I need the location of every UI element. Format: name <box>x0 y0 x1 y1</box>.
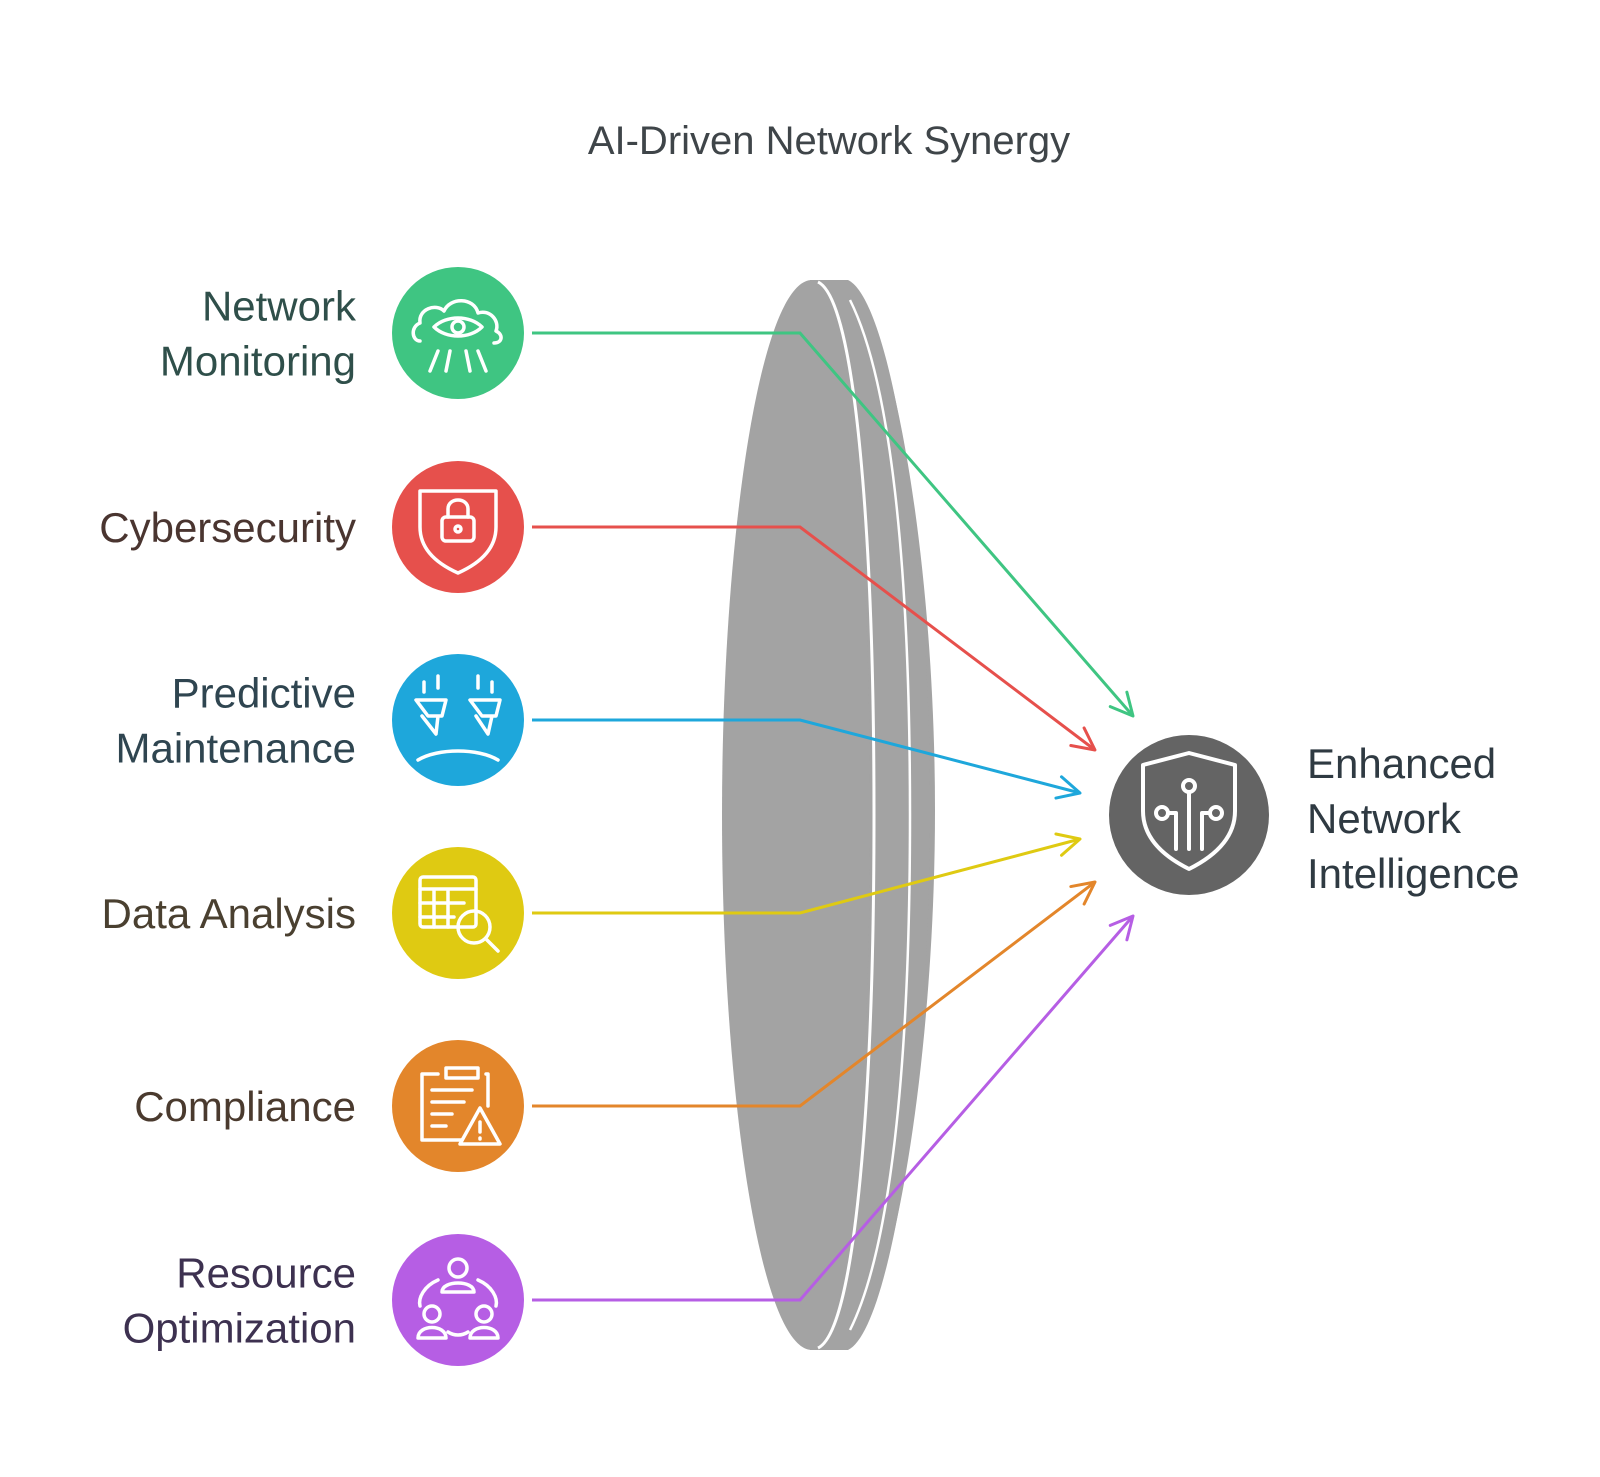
node-circle-predictive-maintenance <box>392 654 524 786</box>
arrowhead-compliance <box>1069 880 1097 906</box>
label-compliance: Compliance <box>134 1083 356 1130</box>
node-circle-resource-optimization <box>392 1234 524 1366</box>
output-label-line: Network <box>1307 795 1462 842</box>
label-line: Optimization <box>123 1305 356 1352</box>
arrowhead-resource-optimization <box>1108 914 1135 942</box>
connector-resource-optimization <box>532 915 1135 1302</box>
clipboard-warning-icon <box>420 1066 502 1146</box>
people-network-icon <box>416 1257 500 1340</box>
label-line: Monitoring <box>160 338 356 385</box>
label-line: Resource <box>176 1250 356 1297</box>
connector-network-monitoring <box>532 331 1135 717</box>
shield-circuit-icon <box>1141 751 1237 871</box>
label-line: Maintenance <box>116 725 357 772</box>
label-line: Cybersecurity <box>99 504 356 551</box>
node-circle-compliance <box>392 1040 524 1172</box>
arrowhead-data-analysis <box>1054 832 1082 857</box>
lens-rim-highlight <box>817 280 876 1350</box>
connector-lines <box>532 331 1135 1302</box>
input-node-compliance: Compliance <box>134 1040 524 1172</box>
label-data-analysis: Data Analysis <box>102 890 356 937</box>
arrowhead-cybersecurity <box>1069 726 1097 752</box>
connector-predictive-maintenance <box>532 718 1081 795</box>
connector-data-analysis <box>532 837 1081 915</box>
diagram-title: AI-Driven Network Synergy <box>588 119 1070 163</box>
label-cybersecurity: Cybersecurity <box>99 504 356 551</box>
output-label-line: Intelligence <box>1307 850 1519 897</box>
input-node-cybersecurity: Cybersecurity <box>99 461 524 593</box>
table-search-icon <box>418 875 500 953</box>
output-node: Enhanced Network Intelligence <box>1109 735 1519 897</box>
output-label-line: Enhanced <box>1307 740 1496 787</box>
label-line: Compliance <box>134 1083 356 1130</box>
node-circle-data-analysis <box>392 847 524 979</box>
maintenance-robots-icon <box>414 674 502 762</box>
input-node-data-analysis: Data Analysis <box>102 847 524 979</box>
label-line: Network <box>202 283 357 330</box>
shield-lock-icon <box>418 489 498 575</box>
lens-front-layer <box>722 280 870 1350</box>
arrowhead-network-monitoring <box>1108 690 1135 718</box>
output-label: Enhanced Network Intelligence <box>1307 740 1519 897</box>
arrowhead-predictive-maintenance <box>1054 775 1082 800</box>
connector-cybersecurity <box>532 525 1096 752</box>
lens-rim-highlight-outer <box>848 299 912 1331</box>
label-line: Data Analysis <box>102 890 356 937</box>
connector-compliance <box>532 880 1096 1108</box>
lens-shape <box>722 280 935 1350</box>
label-line: Predictive <box>172 670 356 717</box>
eye-cloud-icon <box>411 299 503 373</box>
